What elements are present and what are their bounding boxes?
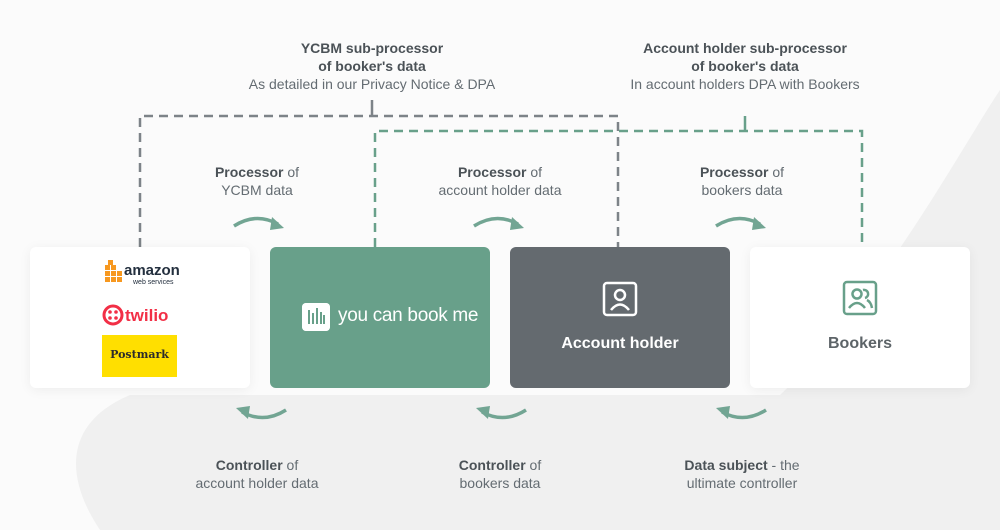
vendors-box: amazon web services twilio Postmark <box>30 247 250 388</box>
bookers-title: Bookers <box>827 335 893 352</box>
svg-text:twilio: twilio <box>125 306 168 325</box>
processor-label-bookers: Processor of bookers data <box>699 164 785 198</box>
arrow-right-icon <box>715 216 766 230</box>
postmark-logo: Postmark <box>102 335 177 377</box>
amazon-web-services-logo: amazon web services <box>105 260 180 286</box>
ycbm-box: you can book me <box>270 247 490 388</box>
account-holder-box: Account holder <box>510 247 730 388</box>
ycbm-logo-icon <box>302 303 330 331</box>
account-holder-subprocessor-bracket <box>373 129 864 247</box>
account-holder-title: Account holder <box>561 335 679 352</box>
arrow-left-icon <box>716 406 767 420</box>
ycbm-subprocessor-label: YCBM sub-processor of booker's data As d… <box>248 40 496 92</box>
processor-label-account-holder: Processor of account holder data <box>438 164 562 198</box>
ycbm-subprocessor-bracket <box>138 114 620 247</box>
arrow-left-icon <box>236 406 287 420</box>
controller-label-bookers: Controller of bookers data <box>458 457 542 491</box>
arrow-right-icon <box>473 216 524 230</box>
arrow-right-icon <box>233 216 284 230</box>
svg-text:web services: web services <box>132 279 174 286</box>
processor-label-ycbm: Processor of YCBM data <box>214 164 300 198</box>
ycbm-logo-text: you can book me <box>338 305 479 326</box>
account-holder-icon <box>602 281 638 317</box>
data-subject-label: Data subject - the ultimate controller <box>684 457 800 491</box>
arrow-left-icon <box>476 406 527 420</box>
twilio-logo: twilio <box>102 304 168 326</box>
controller-label-account-holder: Controller of account holder data <box>195 457 319 491</box>
svg-text:amazon: amazon <box>124 262 180 279</box>
bookers-icon <box>842 280 878 316</box>
bookers-box: Bookers <box>750 247 970 388</box>
account-holder-subprocessor-label: Account holder sub-processor of booker's… <box>630 40 860 92</box>
